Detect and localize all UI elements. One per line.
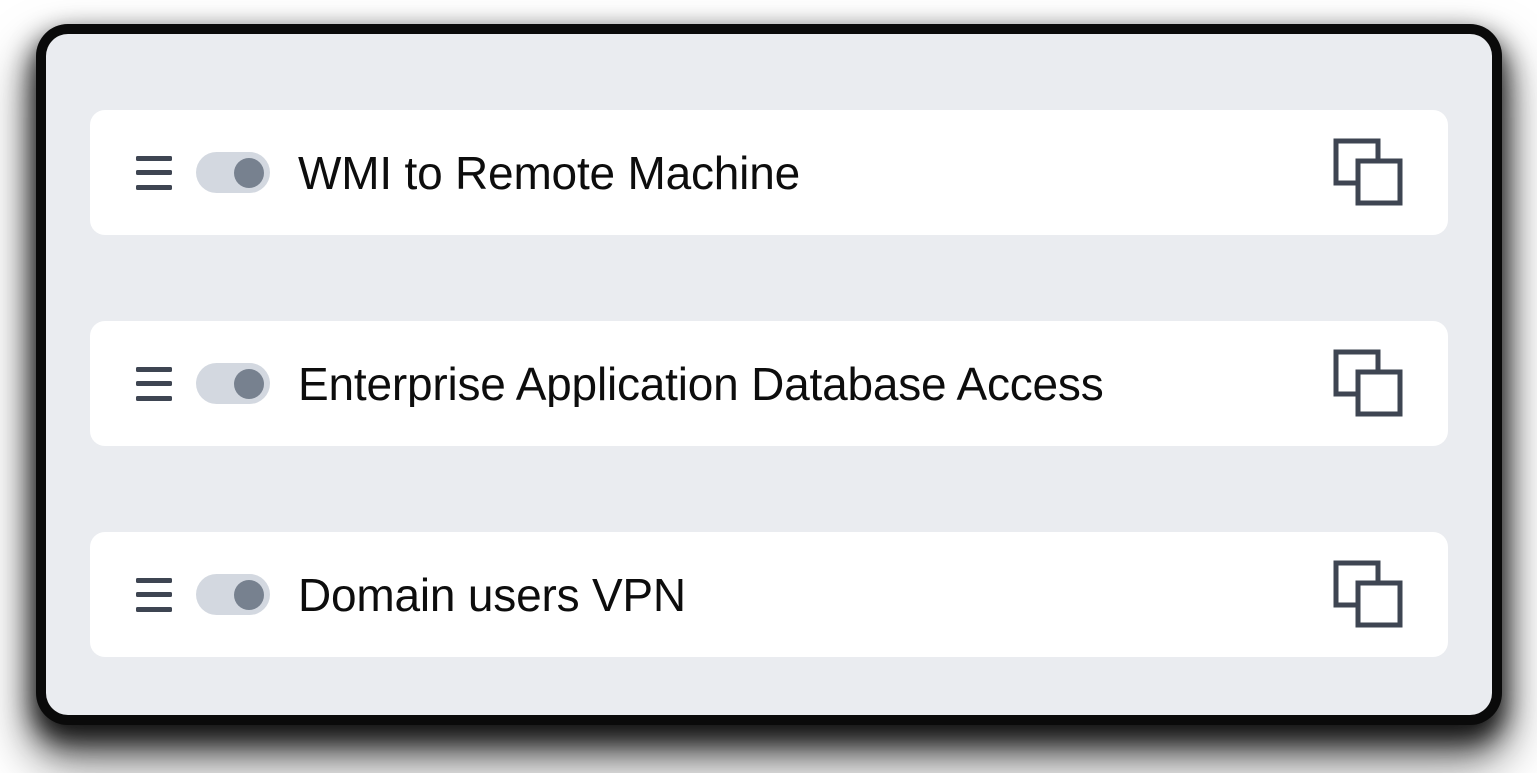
hamburger-bar	[136, 155, 172, 161]
list-item[interactable]: Enterprise Application Database Access	[90, 321, 1448, 446]
hamburger-drag-icon[interactable]	[136, 366, 172, 401]
hamburger-bar	[136, 395, 172, 401]
hamburger-drag-icon[interactable]	[136, 577, 172, 612]
copy-duplicate-icon[interactable]	[1332, 560, 1404, 630]
enable-toggle[interactable]	[196, 363, 270, 404]
list-item[interactable]: WMI to Remote Machine	[90, 110, 1448, 235]
rule-name-label: Domain users VPN	[298, 571, 686, 618]
copy-duplicate-icon[interactable]	[1332, 349, 1404, 419]
rule-row-list: WMI to Remote Machine En	[90, 110, 1448, 657]
hamburger-bar	[136, 606, 172, 612]
hamburger-bar	[136, 366, 172, 372]
toggle-knob	[234, 157, 264, 188]
rule-name-label: WMI to Remote Machine	[298, 149, 800, 196]
hamburger-bar	[136, 577, 172, 583]
copy-duplicate-icon[interactable]	[1332, 138, 1404, 208]
hamburger-drag-icon[interactable]	[136, 155, 172, 190]
enable-toggle[interactable]	[196, 152, 270, 193]
rule-name-label: Enterprise Application Database Access	[298, 360, 1104, 407]
hamburger-bar	[136, 381, 172, 386]
toggle-knob	[234, 368, 264, 399]
hamburger-bar	[136, 184, 172, 190]
list-item[interactable]: Domain users VPN	[90, 532, 1448, 657]
hamburger-bar	[136, 170, 172, 175]
enable-toggle[interactable]	[196, 574, 270, 615]
hamburger-bar	[136, 592, 172, 597]
rules-panel: WMI to Remote Machine En	[46, 34, 1492, 715]
toggle-knob	[234, 579, 264, 610]
